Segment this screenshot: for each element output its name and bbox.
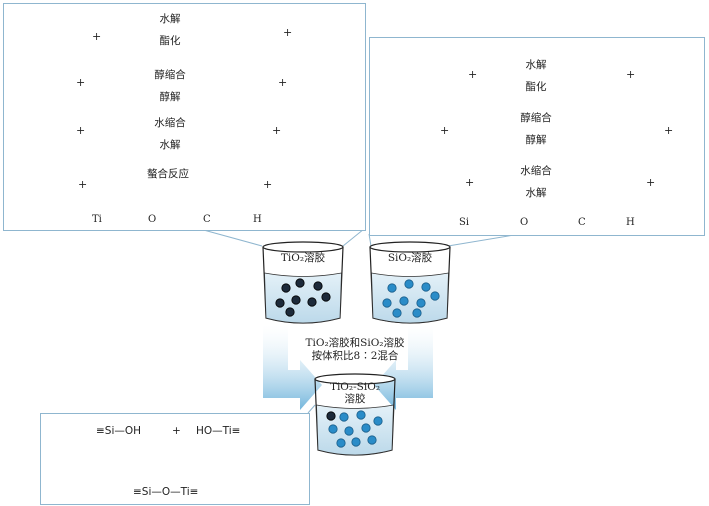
si-row3-plus-2: + (646, 176, 656, 189)
ti-row4-plus-1: + (78, 178, 88, 191)
ti-panel-connector (199, 228, 263, 247)
si-oh-group: ≡Si—OH (96, 425, 142, 437)
tio2-reaction-panel (3, 3, 366, 231)
si-row3-arrow-top: 水缩合 (520, 165, 552, 177)
ti-legend-h: H (253, 214, 262, 225)
sol-particle (285, 307, 295, 317)
sol-particle (404, 279, 414, 289)
si-row3-plus-1: + (465, 176, 475, 189)
tio2-beaker-label: TiO₂溶胶 (280, 252, 326, 264)
ti-row2-plus-2: + (278, 76, 288, 89)
sio2-beaker-label: SiO₂溶胶 (387, 252, 433, 264)
ti-row4-arrow-top: 螯合反应 (147, 168, 189, 180)
sol-particle (339, 412, 349, 422)
sol-particle (275, 298, 285, 308)
ti-row1-plus-1: + (92, 30, 102, 43)
si-row2-arrow-top: 醇缩合 (520, 112, 552, 124)
ti-row3-plus-2: + (272, 124, 282, 137)
ti-legend-ti: Ti (92, 214, 102, 225)
si-row2-plus-1: + (440, 124, 450, 137)
mix-instruction-line2: 按体积比8∶2混合 (311, 350, 399, 362)
flow-arrow-left (263, 325, 322, 410)
si-legend-o: O (520, 217, 529, 228)
sol-particle (321, 292, 331, 302)
si-legend-h: H (626, 217, 635, 228)
sol-particle (295, 278, 305, 288)
sol-particle (412, 308, 422, 318)
sol-particle (336, 438, 346, 448)
si-row1-plus-1: + (468, 68, 478, 81)
ti-row3-arrow-top: 水缩合 (154, 117, 186, 129)
sol-particle (367, 435, 377, 445)
flow-arrow-right (374, 325, 433, 410)
mix-instruction-line1: TiO₂溶胶和SiO₂溶胶 (305, 337, 405, 349)
sio2-reaction-panel (369, 37, 705, 236)
si-row1-arrow-bottom: 酯化 (525, 81, 547, 93)
sol-particle (328, 424, 338, 434)
sol-particle (307, 297, 317, 307)
ti-row3-arrow-bottom: 水解 (159, 139, 181, 151)
si-panel-connector (368, 233, 372, 247)
sol-particle (291, 295, 301, 305)
ti-row2-arrow-bottom: 醇解 (159, 91, 181, 103)
mixed-beaker-label-2: 溶胶 (344, 393, 366, 405)
sol-particle (430, 291, 440, 301)
sol-particles (275, 278, 440, 448)
bottom-panel-connector (307, 404, 316, 414)
sol-particle (351, 437, 361, 447)
sol-particle (387, 283, 397, 293)
si-row2-arrow-bottom: 醇解 (525, 134, 547, 146)
sol-particle (416, 298, 426, 308)
si-o-ti-product: ≡Si—O—Ti≡ (133, 486, 199, 498)
sol-particle (399, 296, 409, 306)
ti-row1-arrow-top: 水解 (159, 13, 181, 25)
ti-legend-c: C (203, 214, 211, 225)
ti-row3-plus-1: + (76, 124, 86, 137)
si-row1-plus-2: + (626, 68, 636, 81)
si-legend-si: Si (459, 217, 470, 228)
reaction-plus: + (172, 425, 181, 437)
ti-row2-arrow-top: 醇缩合 (154, 69, 186, 81)
sol-particle (361, 423, 371, 433)
ti-row2-plus-1: + (76, 76, 86, 89)
sol-particle (421, 282, 431, 292)
condensation-reaction-panel (40, 413, 310, 505)
si-row3-arrow-bottom: 水解 (525, 187, 547, 199)
si-legend-c: C (578, 217, 586, 228)
ti-row1-plus-2: + (283, 26, 293, 39)
sol-particle (313, 281, 323, 291)
ti-legend-o: O (148, 214, 157, 225)
sol-particle (373, 416, 383, 426)
si-panel-connector (447, 233, 521, 247)
mixed-beaker-label-1: TiO₂-SiO₂ (329, 381, 381, 393)
sol-particle (344, 426, 354, 436)
ti-panel-connector (342, 228, 365, 247)
si-row1-arrow-top: 水解 (525, 59, 547, 71)
ti-row4-plus-2: + (263, 178, 273, 191)
sol-particle (326, 411, 336, 421)
sol-particle (356, 410, 366, 420)
sol-particle (392, 308, 402, 318)
si-row2-plus-2: + (664, 124, 674, 137)
sol-particle (382, 298, 392, 308)
ho-ti-group: HO—Ti≡ (196, 425, 241, 437)
ti-row1-arrow-bottom: 酯化 (159, 35, 181, 47)
sol-particle (281, 283, 291, 293)
